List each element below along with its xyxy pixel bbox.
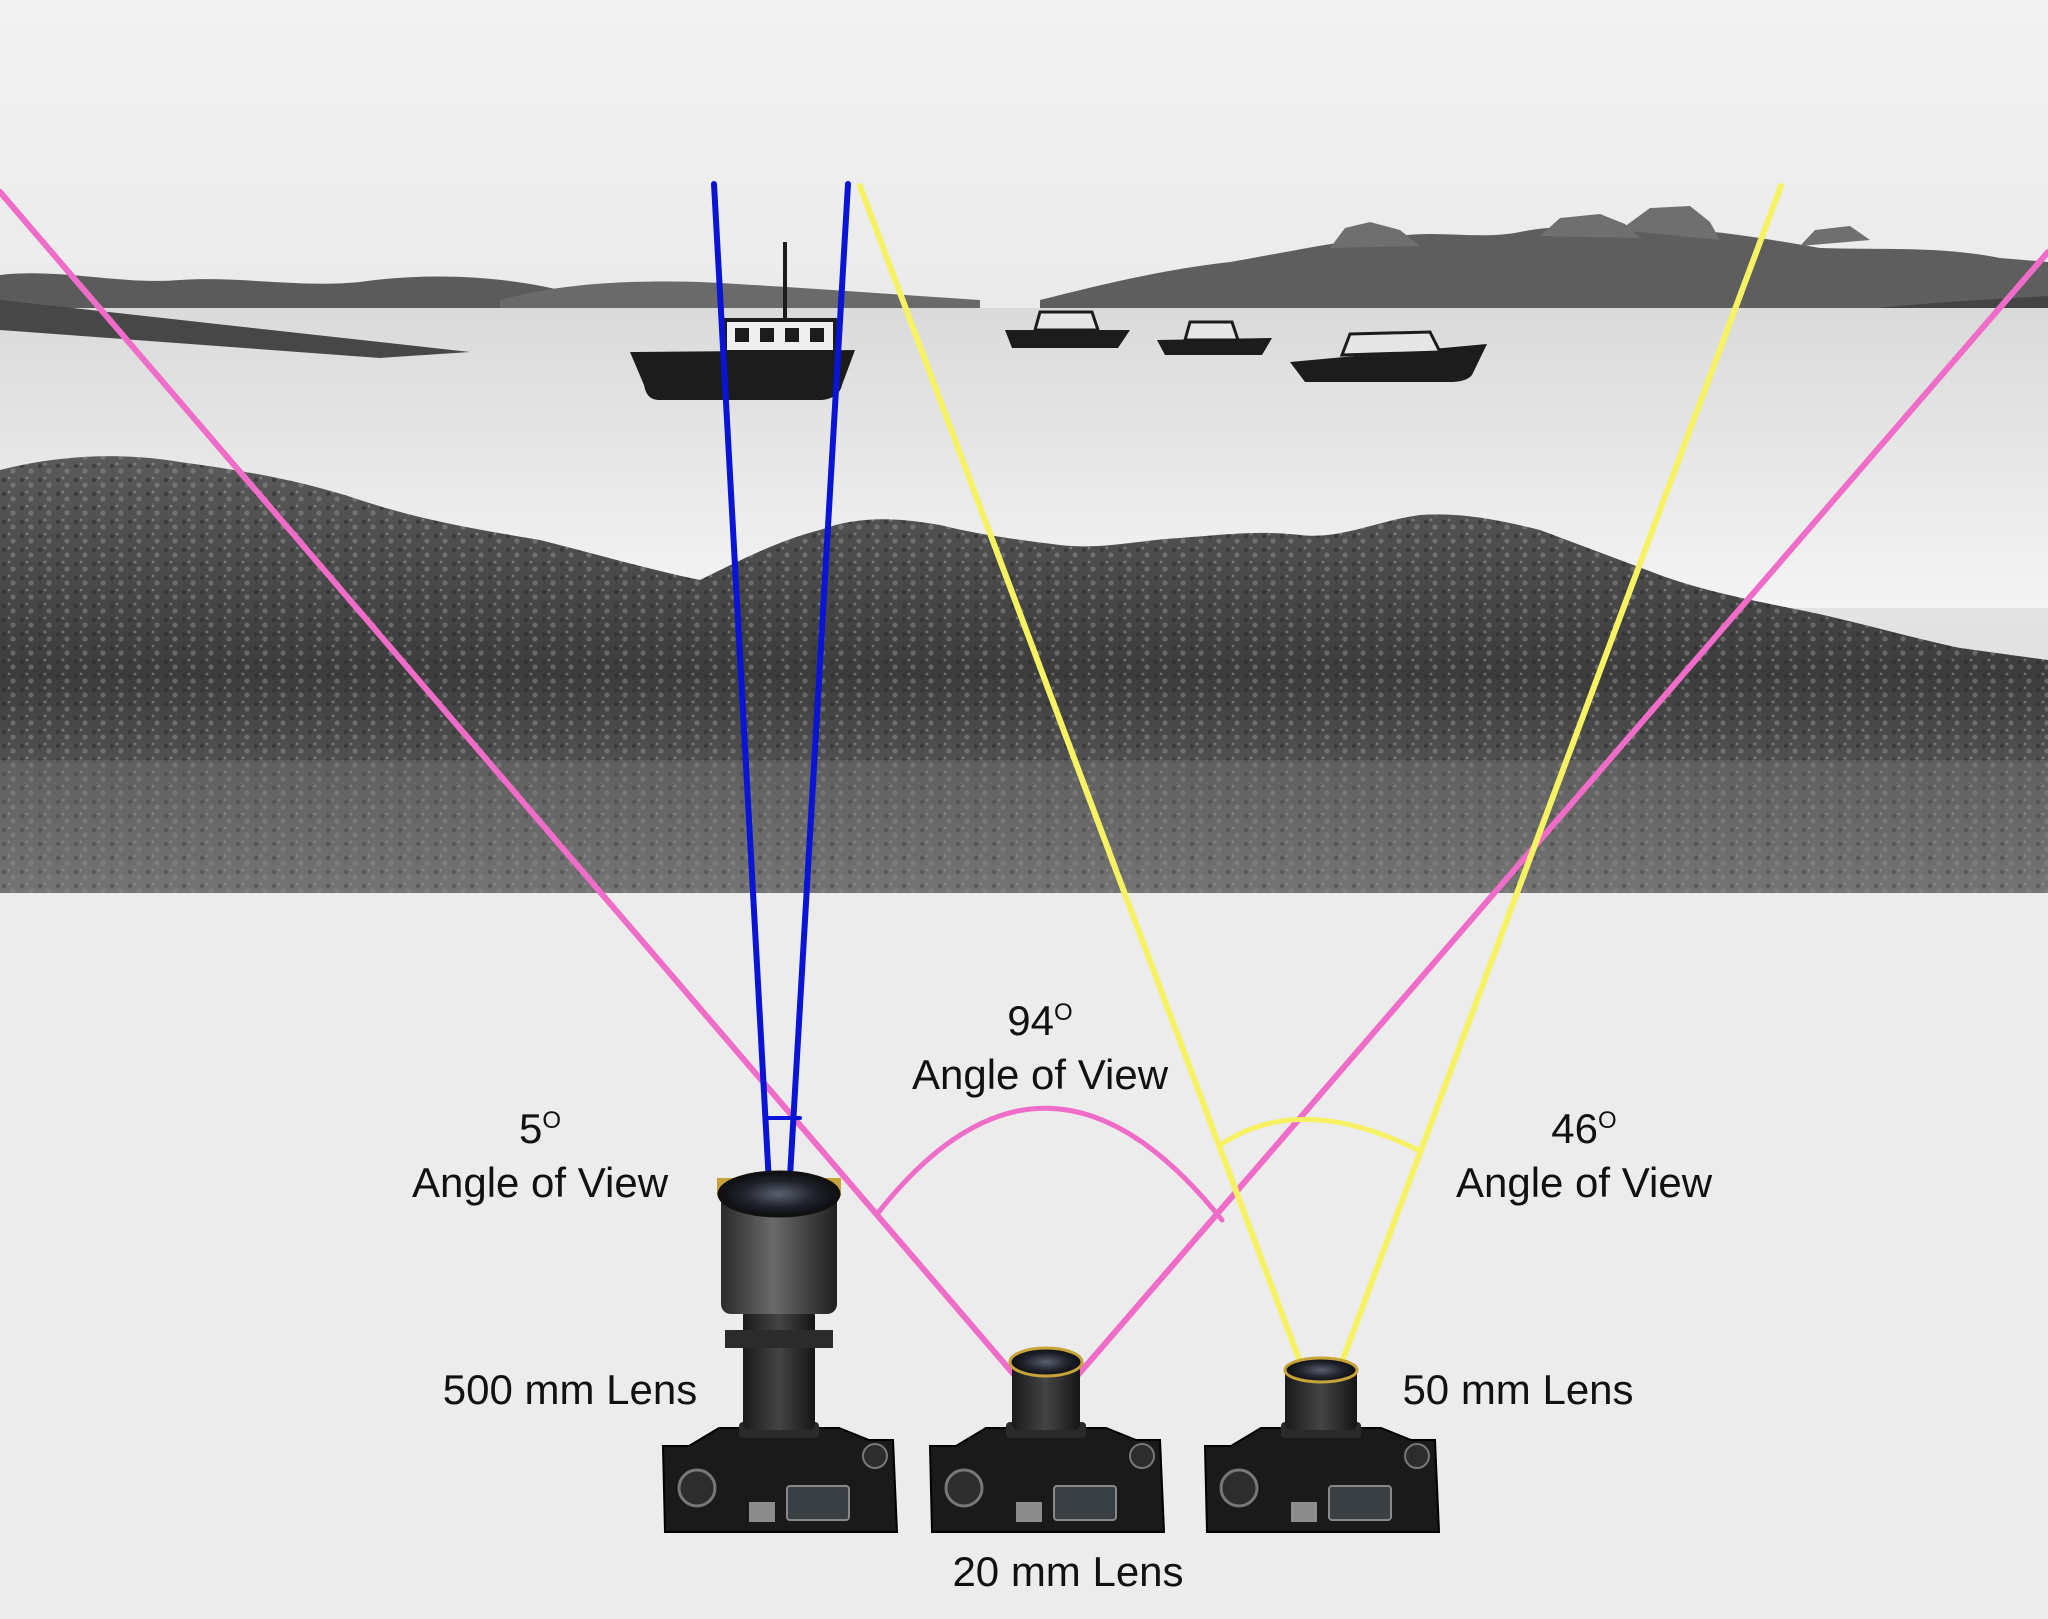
normal-left-line [857, 183, 1324, 1421]
tele-angle-text: Angle of View [411, 1159, 669, 1206]
normal-angle-value: 46 [1551, 1105, 1599, 1152]
tele-lens-label: 500 mm Lens [442, 1366, 698, 1413]
lens-front-element [1008, 1346, 1084, 1378]
hotshoe [749, 1502, 775, 1522]
normal-right-line [1318, 183, 1784, 1421]
wide-angle-degree: O [1054, 999, 1073, 1026]
mode-dial [1219, 1468, 1259, 1508]
hotshoe [1291, 1502, 1317, 1522]
normal-angle-arc [1219, 1116, 1421, 1153]
wide-angle-text: Angle of View [911, 1051, 1169, 1098]
telephoto-lens-barrel [721, 1190, 837, 1314]
camera-screen [786, 1485, 850, 1521]
command-dial [862, 1443, 888, 1469]
camera-500mm [661, 1170, 899, 1533]
cameras [661, 1170, 1441, 1533]
lens-front-element [1283, 1356, 1359, 1384]
tele-left-line [711, 181, 782, 1368]
wide-angle-arc [875, 1105, 1225, 1223]
normal-angle-text: Angle of View [1455, 1159, 1713, 1206]
normal-angle-degree: O [1598, 1107, 1617, 1134]
command-dial [1129, 1443, 1155, 1469]
wide-right-line [1043, 249, 2048, 1415]
normal-lens-label: 50 mm Lens [1402, 1366, 1634, 1413]
boats [630, 242, 1487, 400]
wide-angle-value: 94 [1007, 997, 1055, 1044]
normal-angle-label: 46O Angle of View [1434, 1102, 1734, 1210]
wide-angle-label: 94O Angle of View [890, 994, 1190, 1102]
tele-angle-value: 5 [518, 1105, 543, 1152]
wide-left-line [0, 189, 1049, 1415]
mode-dial [677, 1468, 717, 1508]
seascape-photo [0, 0, 2048, 893]
tele-right-line [776, 181, 851, 1368]
mode-dial [944, 1468, 984, 1508]
wide-angle-lens-icon [1012, 1360, 1080, 1430]
telephoto-lens-icon [743, 1310, 815, 1430]
tele-angle-label: 5O Angle of View [390, 1102, 690, 1210]
view-lines [0, 181, 2048, 1421]
camera-screen [1053, 1485, 1117, 1521]
camera-50mm [1203, 1356, 1441, 1533]
hotshoe [1016, 1502, 1042, 1522]
lens-focus-ring [725, 1330, 833, 1348]
camera-20mm [928, 1346, 1166, 1533]
wide-lens-label: 20 mm Lens [952, 1548, 1184, 1595]
standard-lens-icon [1285, 1368, 1357, 1430]
lens-front-element [717, 1170, 841, 1218]
tele-angle-degree: O [542, 1107, 562, 1134]
camera-screen [1328, 1485, 1392, 1521]
command-dial [1404, 1443, 1430, 1469]
